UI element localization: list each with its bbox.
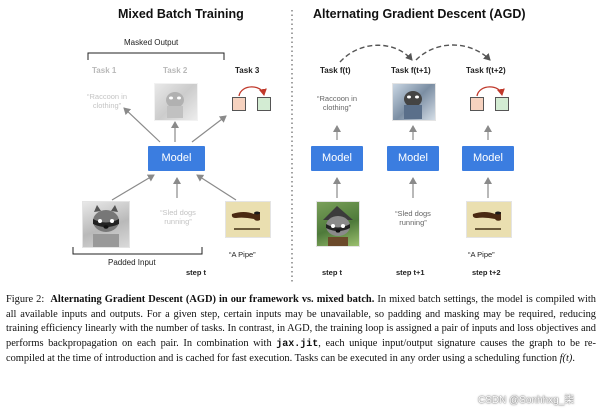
caption-text-1: In mixed batch settings, the model is co… [6,294,596,349]
left-output-raccoon-clothing-image [154,83,198,121]
figure-graphics [72,10,505,282]
left-input-raccoon-image [82,201,130,248]
left-input-pipe-painting-image [225,201,271,238]
right-input-pipe-painting-image [466,201,512,238]
masked-output-label: Masked Output [124,38,179,47]
left-task-3: Task 3 [235,66,260,75]
right-task-1: Task f(t) [320,66,351,75]
padded-input-label: Padded Input [108,258,156,267]
arrow-raccoon-model [111,174,155,201]
right-input-sled-text: “Sled dogs running” [395,209,431,227]
right-step-1: step t [322,268,343,277]
right-model-box-3: Model [462,146,514,171]
right-model-box-2: Model [387,146,439,171]
right-task-3: Task f(t+2) [466,66,506,75]
left-task3-loss-square [232,97,246,111]
right-task3-target-square [495,97,509,111]
left-panel-title: Mixed Batch Training [118,7,244,21]
caption-bold-title: Alternating Gradient Descent (AGD) in ou… [50,294,375,305]
left-task-1: Task 1 [92,66,117,75]
padded-input-brace [72,247,203,255]
cycle-arrow-icon-left [238,86,267,97]
caption-code: jax.jit [276,338,319,350]
caption-function: f(t) [559,353,573,365]
left-input-pipe-text: “A Pipe” [229,250,256,259]
right-task3-loss-square [470,97,484,111]
schedule-arc-1 [339,44,413,63]
right-task-2: Task f(t+1) [391,66,431,75]
right-input-pipe-text: “A Pipe” [468,250,495,259]
arrow-pipe-model [196,174,237,201]
right-input-raccoon-image [316,201,360,247]
left-task3-target-square [257,97,271,111]
caption-figure-label: Figure 2: [6,294,45,305]
right-panel-title: Alternating Gradient Descent (AGD) [313,7,526,21]
right-step-3: step t+2 [472,268,501,277]
schedule-arc-2 [415,44,491,61]
caption-text-2: , each unique input/output signature cau… [6,337,596,365]
left-task-2: Task 2 [163,66,188,75]
watermark: CSDN @Sonhhxg_柒 [478,395,575,406]
left-input-sled-text: “Sled dogs running” [160,208,196,226]
right-output-raccoon-clothing-image [392,83,436,121]
cycle-arrow-icon-right [476,86,505,97]
masked-output-brace [87,52,225,60]
left-model-box: Model [148,146,205,171]
left-step-label: step t [186,268,207,277]
left-output-text-task1: “Raccoon in clothing” [86,92,128,110]
right-output-text-1: “Raccoon in clothing” [316,94,358,112]
arrow-model-task3 [191,115,227,143]
caption-end: . [572,353,575,365]
figure-caption: Figure 2: Alternating Gradient Descent (… [6,293,596,367]
right-model-box-1: Model [311,146,363,171]
right-step-2: step t+1 [396,268,425,277]
arrow-model-task1 [123,107,161,143]
